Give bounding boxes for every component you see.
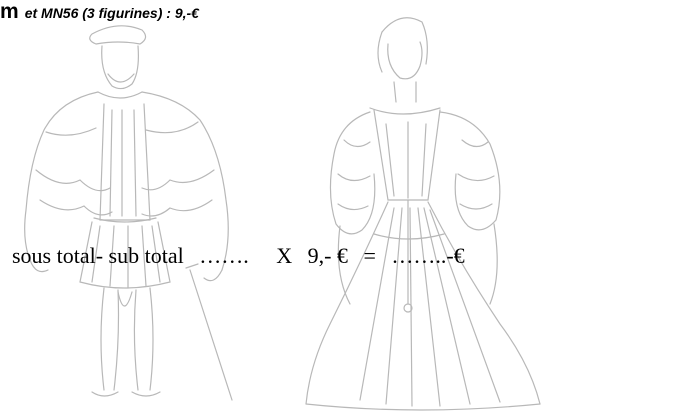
subtotal-label: sous total- sub total <box>12 243 184 268</box>
multiply-sign: X <box>276 243 293 268</box>
equals-sign: = <box>363 243 376 268</box>
header: m et MN56 (3 figurines) : 9,-€ <box>0 0 199 24</box>
title-fragment: m <box>0 0 19 23</box>
subtotal-line: sous total- sub total ……. X 9,- € = ……..… <box>12 243 475 269</box>
price-subtitle: et MN56 (3 figurines) : 9,-€ <box>24 5 199 21</box>
man-figure-illustration <box>0 20 270 412</box>
woman-figure-illustration <box>290 4 590 414</box>
unit-price: 9,- € <box>307 243 348 268</box>
quantity-blank[interactable]: ……. <box>199 243 249 268</box>
total-blank[interactable]: ……..-€ <box>391 243 465 268</box>
